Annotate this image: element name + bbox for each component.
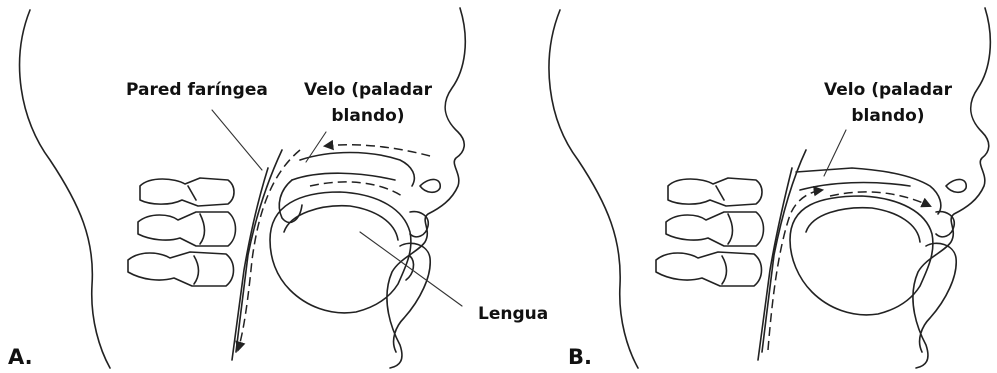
- panel-a-palate: [300, 153, 414, 187]
- panel-b-face-profile: [913, 8, 990, 368]
- panel-b-pharynx-back: [762, 150, 806, 352]
- panel-b-tongue: [790, 196, 933, 315]
- label-velum-b-line2: blando): [818, 106, 958, 127]
- panel-b-drawing: [549, 8, 990, 368]
- panel-b-letter: B.: [568, 345, 592, 369]
- panel-a-leader-velum: [306, 132, 326, 162]
- label-velum-b-line1: Velo (paladar: [818, 80, 958, 101]
- panel-a-leader-pharyngeal: [212, 110, 262, 170]
- label-velum-a-line2: blando): [298, 106, 438, 127]
- label-pharyngeal-wall: Pared faríngea: [126, 80, 268, 101]
- panel-b-vertebrae: [656, 178, 764, 286]
- panel-a-tongue: [270, 192, 411, 313]
- panel-a-pharynx-back: [236, 150, 282, 352]
- panel-a-face-profile: [387, 8, 465, 368]
- panel-b-neck-outline: [549, 10, 638, 368]
- label-velum-a-line1: Velo (paladar: [298, 80, 438, 101]
- label-tongue: Lengua: [478, 304, 548, 325]
- panel-a-vertebrae: [128, 178, 236, 286]
- panel-a-neck-outline: [20, 10, 110, 368]
- panel-a-letter: A.: [8, 345, 33, 369]
- panel-a-drawing: [20, 8, 466, 368]
